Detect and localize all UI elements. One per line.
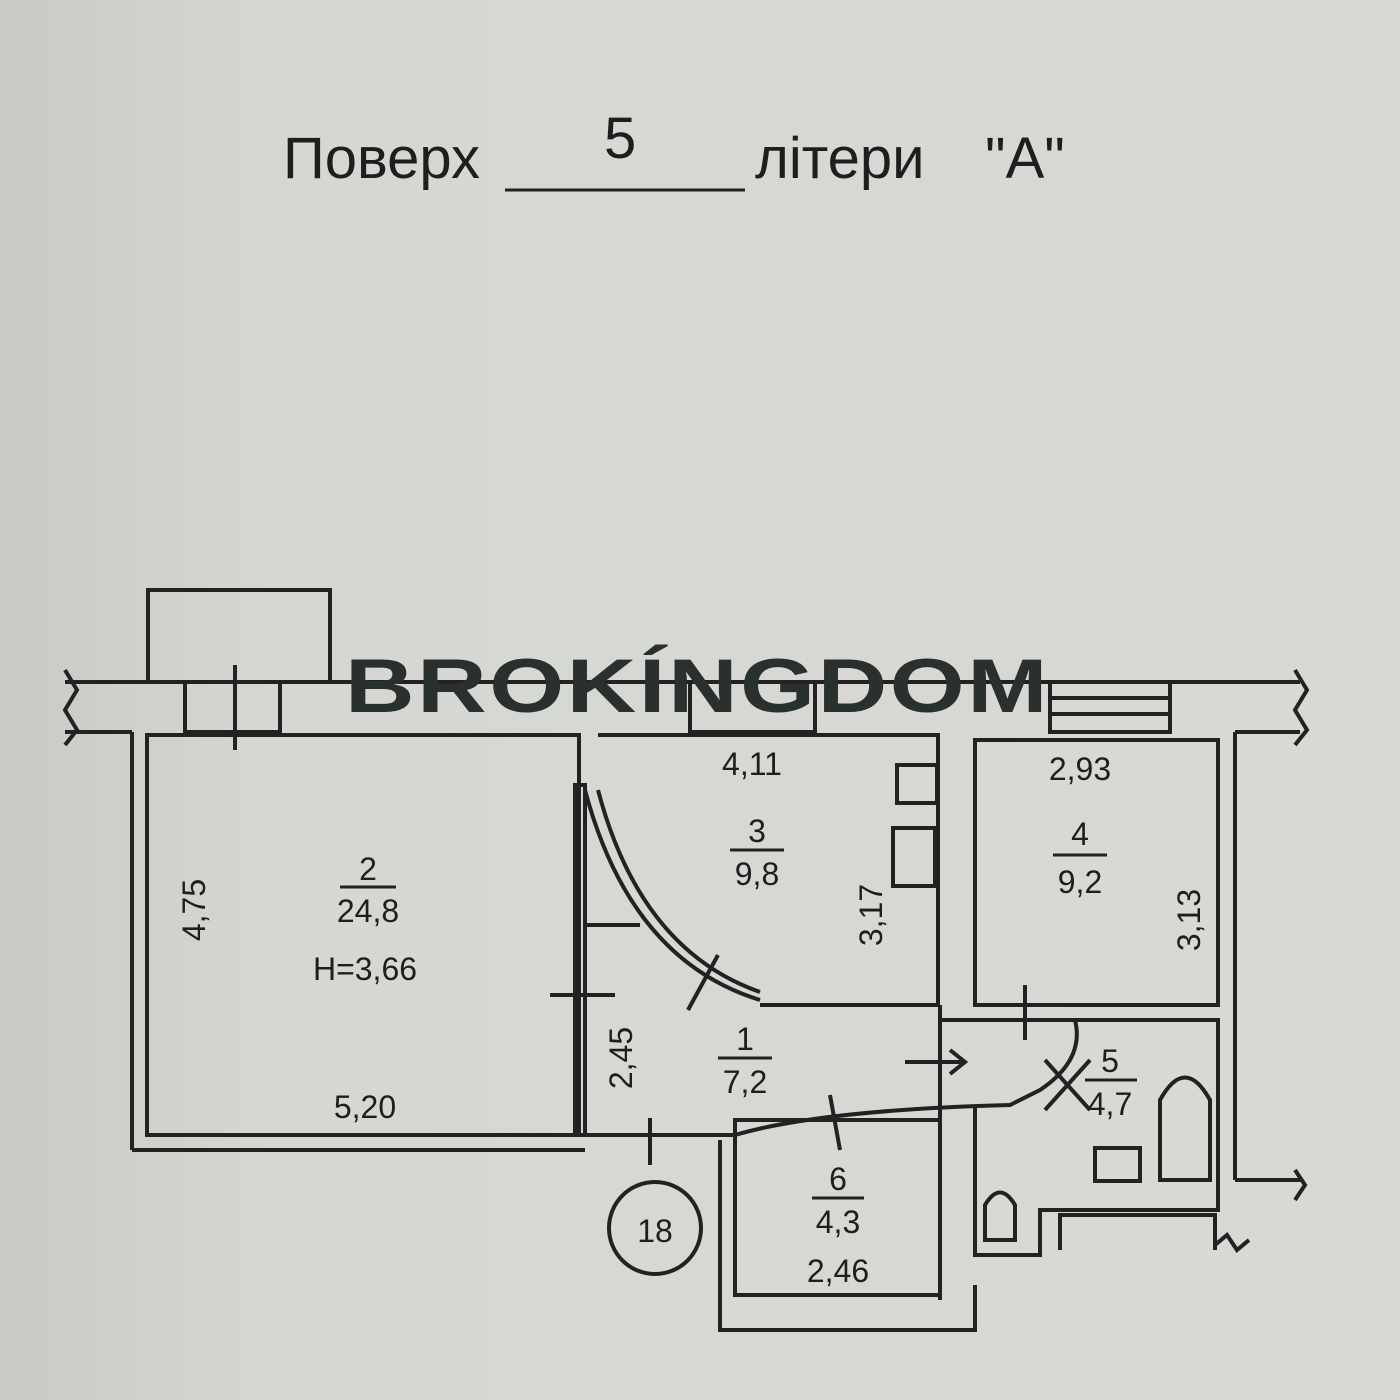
room-1-number: 1 — [736, 1021, 754, 1057]
room-5-number: 5 — [1101, 1043, 1119, 1079]
cross-icon — [1043, 1058, 1092, 1112]
room-3-area: 9,8 — [735, 856, 779, 892]
room-4 — [973, 738, 1220, 1007]
room-4-area: 9,2 — [1058, 864, 1102, 900]
room-6-dim: 2,46 — [807, 1253, 869, 1289]
door-mark — [828, 1094, 842, 1151]
room-3 — [598, 733, 940, 1007]
room-2-number: 2 — [359, 851, 377, 887]
room-2-height: Н=3,66 — [313, 951, 417, 987]
partition-wall — [573, 783, 587, 1137]
room-2-area: 24,8 — [337, 893, 399, 929]
floor-label: Поверх — [283, 126, 480, 191]
room-5 — [973, 1020, 1220, 1257]
washbasin-icon — [1093, 1146, 1142, 1183]
outer-wall — [62, 665, 1310, 1253]
door-arc-inner — [596, 789, 761, 994]
room-2-dim: 5,20 — [334, 1089, 396, 1125]
balcony — [146, 588, 332, 684]
entry-arrowhead-icon — [948, 1048, 969, 1076]
room-4-dim: 3,13 — [1171, 889, 1207, 951]
wall — [973, 1213, 1217, 1300]
watermark-logo: BROKÍNGDOM — [345, 644, 1050, 729]
room-1-dim: 2,45 — [603, 1027, 639, 1089]
room-6 — [733, 1118, 942, 1297]
room-6-number: 6 — [829, 1161, 847, 1197]
letter-label: літери — [755, 126, 925, 191]
room-2-dim: 4,75 — [176, 879, 212, 941]
room-2 — [145, 733, 581, 1137]
letter-value: "А" — [985, 126, 1065, 191]
door-arc — [583, 789, 761, 1002]
arrow-icon — [686, 954, 720, 1011]
floor-number: 5 — [604, 106, 636, 171]
toilet-icon — [983, 1190, 1017, 1242]
wall — [718, 1140, 977, 1332]
room-1-area: 7,2 — [723, 1064, 767, 1100]
bathtub-icon — [1158, 1075, 1212, 1182]
room-3-dim: 3,17 — [853, 884, 889, 946]
room-5-area: 4,7 — [1088, 1086, 1132, 1122]
room-3-dim: 4,11 — [722, 746, 782, 782]
apartment-number: 18 — [637, 1213, 673, 1249]
room-4-number: 4 — [1071, 816, 1089, 852]
room-1 — [585, 1018, 1220, 1137]
sink-icon — [891, 826, 937, 888]
room-3-number: 3 — [748, 813, 766, 849]
room-4-dim: 2,93 — [1049, 751, 1111, 787]
apartment-number-circle — [607, 1180, 703, 1276]
room-6-area: 4,3 — [816, 1204, 860, 1240]
stove-icon — [895, 763, 939, 805]
